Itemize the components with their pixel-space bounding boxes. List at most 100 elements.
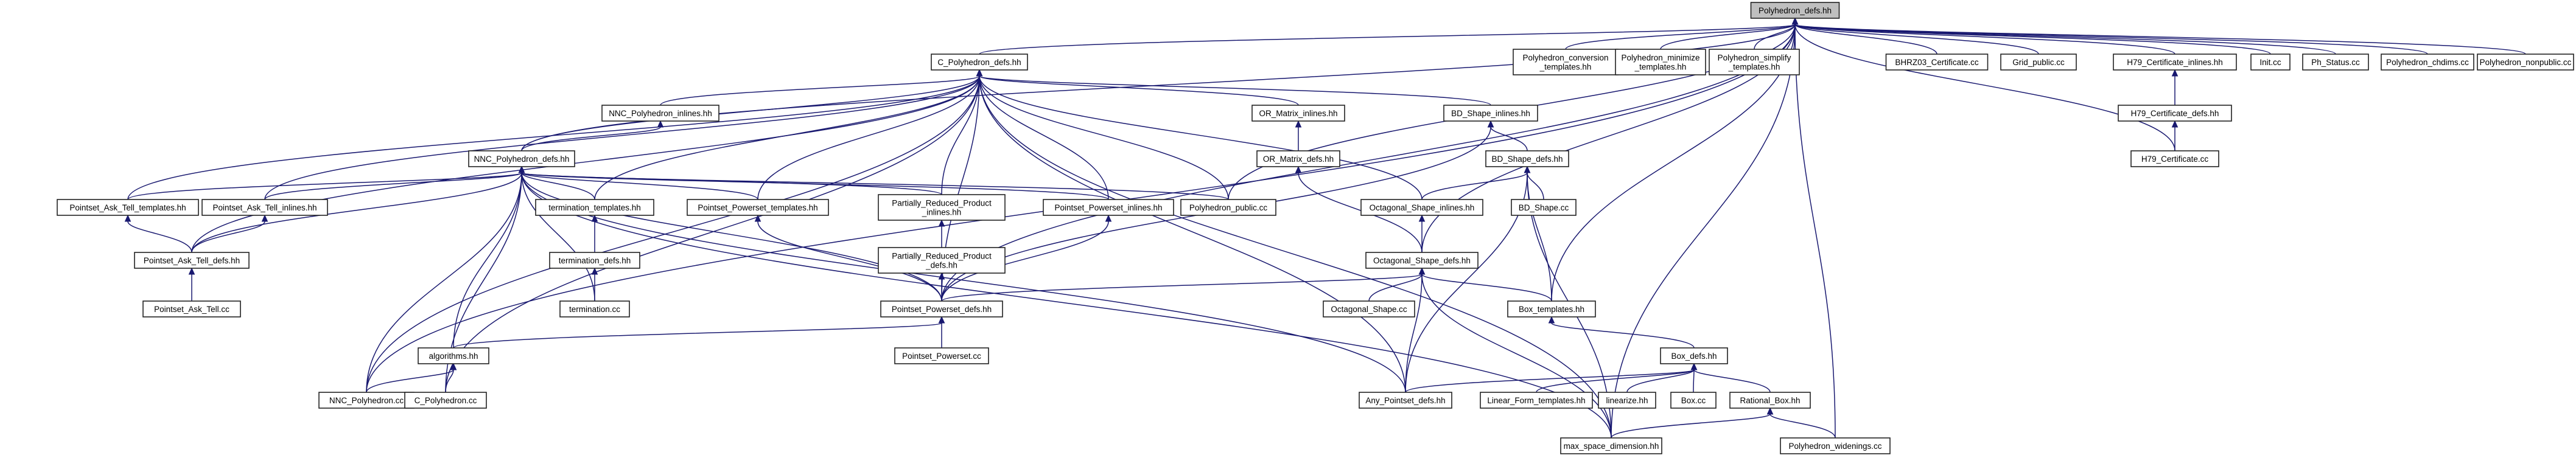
node-box[interactable] [1780,437,1891,454]
graph-node-prp-inlines[interactable]: Partially_Reduced_Product_inlines.hh [878,194,1006,221]
graph-node-linearize[interactable]: linearize.hh [1598,392,1656,409]
node-box[interactable] [134,252,250,269]
node-box[interactable] [1443,105,1538,122]
node-box[interactable] [201,199,328,216]
graph-node-bd-shape-cc[interactable]: BD_Shape.cc [1511,199,1577,216]
graph-node-poly-widenings[interactable]: Polyhedron_widenings.cc [1780,437,1891,454]
graph-node-pp-defs[interactable]: Pointset_Powerset_defs.hh [880,300,1003,317]
node-box[interactable] [2000,54,2077,71]
node-box[interactable] [880,300,1003,317]
node-box[interactable] [931,54,1028,71]
node-box[interactable] [418,347,489,364]
graph-node-bd-shape-inlines[interactable]: BD_Shape_inlines.hh [1443,105,1538,122]
node-box[interactable] [559,300,630,317]
node-box[interactable] [1256,150,1340,167]
node-box[interactable] [1885,54,1989,71]
node-box[interactable] [1365,252,1479,269]
node-box[interactable] [535,199,654,216]
graph-node-or-matrix-inlines[interactable]: OR_Matrix_inlines.hh [1251,105,1345,122]
graph-node-poly-minimize[interactable]: Polyhedron_minimize_templates.hh [1615,49,1706,75]
node-box[interactable] [1511,199,1577,216]
node-box[interactable] [142,300,241,317]
node-box[interactable] [601,105,719,122]
graph-node-pp-templates[interactable]: Pointset_Powerset_templates.hh [687,199,829,216]
graph-node-termination-cc[interactable]: termination.cc [559,300,630,317]
graph-node-poly-nonpublic[interactable]: Polyhedron_nonpublic.cc [2477,54,2574,71]
node-box[interactable] [549,252,640,269]
node-box[interactable] [2130,150,2219,167]
graph-node-poly-chdims[interactable]: Polyhedron_chdims.cc [2381,54,2474,71]
graph-node-poly-public[interactable]: Polyhedron_public.cc [1180,199,1276,216]
node-box[interactable] [1180,199,1276,216]
node-box[interactable] [2250,54,2291,71]
graph-node-max-space[interactable]: max_space_dimension.hh [1560,437,1662,454]
graph-node-box-templates[interactable]: Box_templates.hh [1507,300,1596,317]
graph-node-h79-cert[interactable]: H79_Certificate.cc [2130,150,2219,167]
node-box[interactable] [404,392,487,409]
node-box[interactable] [318,392,415,409]
node-box[interactable] [1480,392,1593,409]
node-box[interactable] [1485,150,1569,167]
node-box[interactable] [1750,2,1840,19]
node-box[interactable] [2477,54,2574,71]
graph-node-term-templates[interactable]: termination_templates.hh [535,199,654,216]
graph-node-pat-inlines[interactable]: Pointset_Ask_Tell_inlines.hh [201,199,328,216]
node-box[interactable] [1251,105,1345,122]
node-box[interactable] [468,150,575,167]
node-box[interactable] [1615,49,1706,75]
graph-node-poly-simplify[interactable]: Polyhedron_simplify_templates.hh [1709,49,1800,75]
graph-node-oct-defs[interactable]: Octagonal_Shape_defs.hh [1365,252,1479,269]
node-box[interactable] [1323,300,1415,317]
graph-node-pat-defs[interactable]: Pointset_Ask_Tell_defs.hh [134,252,250,269]
graph-node-c-polyhedron-defs[interactable]: C_Polyhedron_defs.hh [931,54,1028,71]
graph-node-rational-box[interactable]: Rational_Box.hh [1729,392,1811,409]
graph-node-nnc-poly-inlines[interactable]: NNC_Polyhedron_inlines.hh [601,105,719,122]
node-box[interactable] [1709,49,1800,75]
node-box[interactable] [878,247,1006,274]
graph-node-pat-cc[interactable]: Pointset_Ask_Tell.cc [142,300,241,317]
node-box[interactable] [1043,199,1174,216]
node-box[interactable] [894,347,989,364]
graph-node-bhrz03[interactable]: BHRZ03_Certificate.cc [1885,54,1989,71]
graph-node-or-matrix-defs[interactable]: OR_Matrix_defs.hh [1256,150,1340,167]
graph-node-c-poly-cc[interactable]: C_Polyhedron.cc [404,392,487,409]
graph-node-nnc-poly-defs[interactable]: NNC_Polyhedron_defs.hh [468,150,575,167]
graph-node-term-defs[interactable]: termination_defs.hh [549,252,640,269]
graph-node-pat-templates[interactable]: Pointset_Ask_Tell_templates.hh [57,199,199,216]
graph-node-pp-cc[interactable]: Pointset_Powerset.cc [894,347,989,364]
node-box[interactable] [1359,392,1452,409]
graph-node-oct-inlines[interactable]: Octagonal_Shape_inlines.hh [1360,199,1483,216]
graph-node-any-pointset[interactable]: Any_Pointset_defs.hh [1359,392,1452,409]
graph-node-oct-cc[interactable]: Octagonal_Shape.cc [1323,300,1415,317]
graph-node-init[interactable]: Init.cc [2250,54,2291,71]
node-box[interactable] [1660,347,1728,364]
node-box[interactable] [687,199,829,216]
node-box[interactable] [878,194,1006,221]
node-box[interactable] [2118,105,2232,122]
graph-node-box-defs[interactable]: Box_defs.hh [1660,347,1728,364]
graph-node-h79-defs[interactable]: H79_Certificate_defs.hh [2118,105,2232,122]
graph-node-bd-shape-defs[interactable]: BD_Shape_defs.hh [1485,150,1569,167]
graph-node-poly-conversion[interactable]: Polyhedron_conversion_templates.hh [1513,49,1619,75]
node-box[interactable] [2113,54,2237,71]
graph-node-prp-defs[interactable]: Partially_Reduced_Product_defs.hh [878,247,1006,274]
node-box[interactable] [1560,437,1662,454]
graph-node-box-cc[interactable]: Box.cc [1670,392,1717,409]
graph-node-h79-inlines[interactable]: H79_Certificate_inlines.hh [2113,54,2237,71]
graph-node-ph-status[interactable]: Ph_Status.cc [2302,54,2369,71]
node-box[interactable] [1360,199,1483,216]
graph-node-pp-inlines[interactable]: Pointset_Powerset_inlines.hh [1043,199,1174,216]
node-box[interactable] [2381,54,2474,71]
graph-node-grid-public[interactable]: Grid_public.cc [2000,54,2077,71]
node-box[interactable] [57,199,199,216]
graph-node-polyhedron-defs[interactable]: Polyhedron_defs.hh [1750,2,1840,19]
graph-node-algorithms[interactable]: algorithms.hh [418,347,489,364]
node-box[interactable] [2302,54,2369,71]
node-box[interactable] [1598,392,1656,409]
graph-node-linear-form[interactable]: Linear_Form_templates.hh [1480,392,1593,409]
node-box[interactable] [1513,49,1619,75]
node-box[interactable] [1670,392,1717,409]
node-box[interactable] [1729,392,1811,409]
node-box[interactable] [1507,300,1596,317]
graph-node-nnc-poly-cc[interactable]: NNC_Polyhedron.cc [318,392,415,409]
